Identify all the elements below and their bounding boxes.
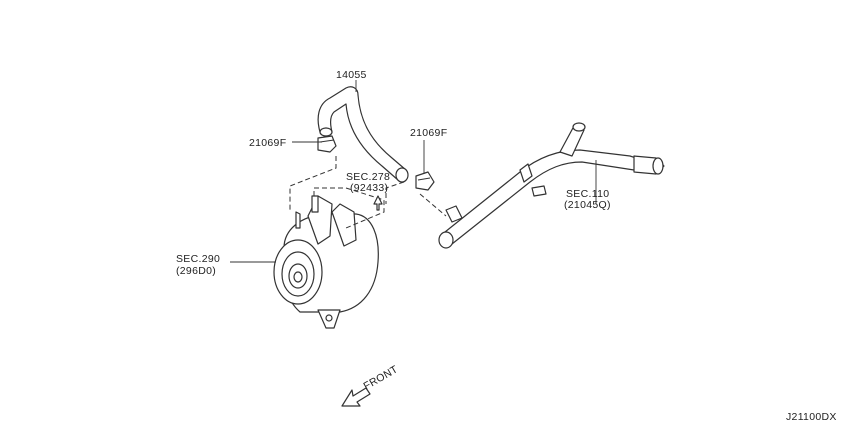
pump-sec290 [273,195,379,329]
label-clamp-left: 21069F [249,137,286,149]
front-arrow-icon [341,387,371,407]
label-hose-14055: 14055 [336,69,367,81]
arrow-up-icon [373,195,383,211]
label-sec110-title: SEC.110 [566,188,609,200]
label-sec290-code: (296D0) [176,265,216,277]
pipe-sec110 [438,122,665,249]
label-sec110-code: (21045Q) [564,199,611,211]
connection-lines [289,156,447,229]
hose-end [395,167,409,183]
label-sec278-title: SEC.278 [346,171,390,183]
leader-lines [230,80,597,263]
front-indicator: FRONT [341,363,401,407]
label-sec278-code: (92433) [350,182,388,194]
clamp-right [415,171,435,191]
diagram-id: J21100DX [786,411,837,423]
clamp-left [317,135,337,153]
hose-14055 [317,86,409,183]
label-front: FRONT [362,363,401,392]
label-sec290-title: SEC.290 [176,253,220,265]
label-clamp-right: 21069F [410,127,447,139]
